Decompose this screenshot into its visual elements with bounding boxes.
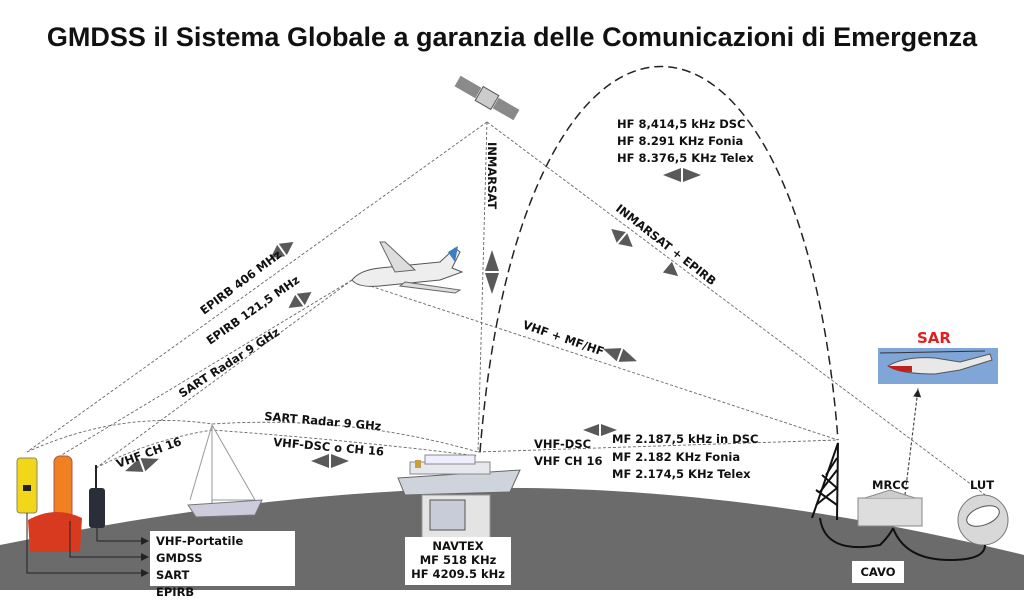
link-labels: INMARSAT EPIRB 406 MHz EPIRB 121,5 MHz S… [114, 117, 994, 492]
cavo-label: CAVO [852, 561, 904, 583]
double-arrow-icon [288, 291, 312, 309]
arrow-icon [662, 261, 679, 277]
sailboat-icon [187, 423, 263, 518]
double-arrow-icon [611, 229, 633, 247]
navtex-hf: HF 4209.5 kHz [411, 567, 505, 581]
double-arrow-icon [603, 348, 637, 362]
double-arrow-icon [663, 168, 701, 182]
mf-freq: MF 2.187,5 kHz in DSC [612, 432, 758, 446]
label-lut: LUT [970, 478, 994, 492]
sart-device-icon [53, 455, 73, 522]
cruise-ship-icon [397, 454, 521, 496]
navtex-receiver-icon [421, 494, 491, 541]
label-vhf-ch16-b: VHF CH 16 [534, 454, 602, 468]
epirb-device-icon [16, 457, 38, 514]
satellite-icon [454, 75, 520, 121]
cavo-cable [819, 517, 986, 562]
label-epirb-121: EPIRB 121,5 MHz [204, 273, 303, 348]
double-arrow-icon [583, 424, 617, 436]
double-arrow-icon [270, 241, 294, 259]
double-arrow-icon [485, 250, 499, 294]
navtex-title: NAVTEX [432, 539, 484, 553]
devices-legend-box: VHF-Portatile GMDSS SART EPIRB [150, 531, 295, 599]
label-sart-radar-air: SART Radar 9 GHz [176, 325, 282, 401]
label-sar: SAR [917, 329, 951, 347]
label-sart-radar-sea: SART Radar 9 GHz [264, 409, 382, 433]
legend-sart: SART [156, 568, 190, 582]
mf-freq: MF 2.182 KHz Fonia [612, 450, 740, 464]
mf-freq: MF 2.174,5 KHz Telex [612, 467, 751, 481]
hf-skywave-arc [479, 65, 839, 453]
hf-freq: HF 8.376,5 KHz Telex [617, 151, 754, 165]
double-arrows [125, 168, 701, 472]
navtex-mf: MF 518 KHz [419, 553, 497, 567]
double-arrow-icon [125, 458, 159, 472]
label-mrcc: MRCC [872, 478, 909, 492]
radio-links [26, 121, 993, 501]
legend-epirb: EPIRB [156, 585, 195, 599]
airplane-icon [351, 241, 464, 294]
diagram-title: GMDSS il Sistema Globale a garanzia dell… [46, 22, 978, 52]
liferaft-icon [28, 511, 82, 552]
lut-dish-icon [957, 494, 1009, 546]
hf-freq: HF 8,414,5 kHz DSC [617, 117, 745, 131]
legend-vhf-portable: VHF-Portatile GMDSS [156, 534, 244, 565]
device-connectors [26, 513, 149, 577]
sar-helicopter-image [878, 348, 998, 384]
label-vhf-dsc: VHF-DSC [534, 437, 591, 451]
hf-freq: HF 8.291 KHz Fonia [617, 134, 743, 148]
label-epirb-406: EPIRB 406 MHz [197, 247, 284, 317]
navtex-box: NAVTEX MF 518 KHz HF 4209.5 kHz [405, 537, 511, 585]
label-vhf-mf-hf: VHF + MF/HF [521, 318, 606, 359]
mrcc-building-icon [857, 489, 923, 527]
double-arrow-icon [311, 454, 349, 468]
label-inmarsat: INMARSAT [485, 142, 499, 209]
handheld-vhf-icon [89, 465, 105, 528]
radio-tower-icon [811, 442, 839, 521]
